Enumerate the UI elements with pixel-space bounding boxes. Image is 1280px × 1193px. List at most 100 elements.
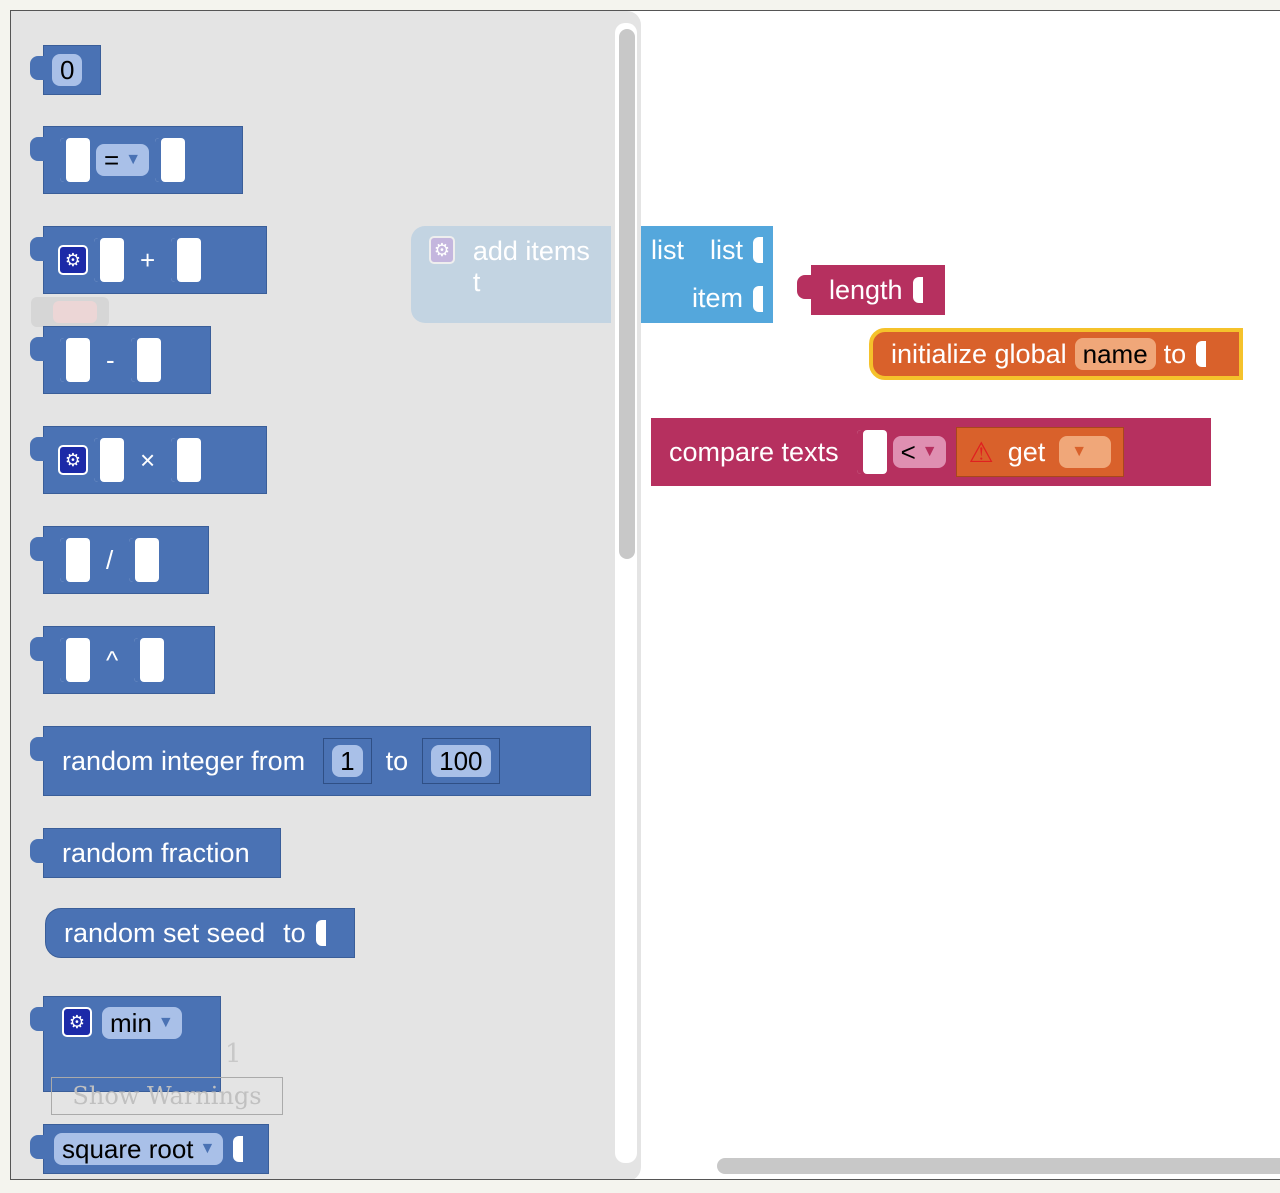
chevron-down-icon: ▼ bbox=[921, 443, 938, 460]
random-set-seed-block[interactable]: random set seed to bbox=[45, 908, 355, 958]
to-label: to bbox=[1163, 338, 1187, 369]
output-plug bbox=[30, 1007, 46, 1031]
math-divide-block[interactable]: / bbox=[30, 526, 209, 594]
chevron-down-icon: ▼ bbox=[199, 1140, 216, 1157]
output-plug bbox=[30, 237, 46, 261]
input-socket[interactable] bbox=[912, 277, 923, 303]
random-set-seed-label: random set seed bbox=[64, 917, 266, 948]
variable-dropdown[interactable]: ▼ bbox=[1059, 436, 1112, 468]
to-label: to bbox=[283, 917, 306, 948]
number-block[interactable]: 0 bbox=[30, 45, 101, 95]
length-label: length bbox=[829, 274, 903, 305]
min-dropdown[interactable]: min ▼ bbox=[102, 1007, 182, 1039]
math-add-block[interactable]: ⚙ + bbox=[30, 226, 267, 294]
input-socket-left[interactable] bbox=[94, 438, 124, 482]
to-input[interactable]: 100 bbox=[422, 738, 500, 784]
square-root-block[interactable]: square root ▼ bbox=[30, 1124, 269, 1174]
operator-label: = bbox=[104, 144, 120, 175]
input-socket-right[interactable] bbox=[130, 338, 161, 382]
text-length-block[interactable]: length bbox=[797, 265, 945, 315]
output-plug bbox=[30, 137, 46, 161]
initialize-global-block[interactable]: initialize global name to bbox=[869, 328, 1243, 380]
from-input[interactable]: 1 bbox=[323, 738, 372, 784]
output-plug bbox=[30, 437, 46, 461]
min-block[interactable]: ⚙ min ▼ bbox=[30, 996, 221, 1092]
list-row: list list bbox=[651, 235, 763, 266]
function-dropdown[interactable]: square root ▼ bbox=[54, 1133, 224, 1165]
random-integer-label: random integer from bbox=[62, 745, 306, 776]
min-label: min bbox=[110, 1007, 152, 1038]
number-field[interactable]: 0 bbox=[52, 54, 83, 86]
operator-dropdown[interactable]: =▼ bbox=[96, 144, 150, 176]
input-socket[interactable] bbox=[1196, 341, 1207, 367]
input-socket-left[interactable] bbox=[94, 238, 124, 282]
input-socket-left[interactable] bbox=[60, 638, 90, 682]
random-fraction-block[interactable]: random fraction bbox=[30, 828, 281, 878]
workspace-horizontal-scrollbar[interactable] bbox=[717, 1158, 1280, 1174]
item-row: item bbox=[692, 283, 763, 314]
input-socket-right[interactable] bbox=[171, 238, 202, 282]
operator-label: < bbox=[900, 436, 916, 467]
mutator-gear-icon[interactable]: ⚙ bbox=[58, 245, 88, 275]
chevron-down-icon: ▼ bbox=[1071, 443, 1088, 460]
list-input-label: list bbox=[710, 234, 743, 265]
item-input-socket[interactable] bbox=[753, 285, 763, 312]
compare-texts-block[interactable]: compare texts <▼ ⚠ get ▼ bbox=[651, 418, 1211, 486]
input-socket[interactable] bbox=[233, 1136, 244, 1162]
list-input-socket[interactable] bbox=[753, 237, 763, 264]
mutator-gear-icon: ⚙ bbox=[429, 236, 455, 264]
random-fraction-label: random fraction bbox=[62, 837, 250, 868]
dragged-block-shadow-inner bbox=[53, 301, 97, 323]
add-items-to-list-block[interactable]: list list item bbox=[641, 226, 773, 323]
input-socket-left[interactable] bbox=[60, 338, 90, 382]
output-plug bbox=[30, 1135, 46, 1159]
variable-name-field[interactable]: name bbox=[1074, 338, 1156, 370]
operator-label: + bbox=[140, 244, 156, 275]
input-socket[interactable] bbox=[315, 920, 326, 946]
operator-label: × bbox=[140, 444, 156, 475]
math-multiply-block[interactable]: ⚙ × bbox=[30, 426, 267, 494]
math-compare-block[interactable]: =▼ bbox=[30, 126, 243, 194]
output-plug bbox=[30, 737, 46, 761]
get-variable-block[interactable]: ⚠ get ▼ bbox=[955, 427, 1125, 477]
operator-label: ^ bbox=[106, 644, 119, 675]
chevron-down-icon: ▼ bbox=[157, 1014, 174, 1031]
output-plug bbox=[30, 56, 46, 80]
get-label: get bbox=[1007, 436, 1046, 467]
ghost-add-items-block: ⚙ add items t bbox=[411, 226, 611, 323]
to-number-field[interactable]: 100 bbox=[431, 745, 491, 777]
input-socket-right[interactable] bbox=[129, 538, 160, 582]
flyout-scrollbar[interactable] bbox=[619, 29, 635, 559]
output-plug bbox=[30, 637, 46, 661]
to-label: to bbox=[385, 745, 409, 776]
from-number-field[interactable]: 1 bbox=[332, 745, 363, 777]
compare-texts-label: compare texts bbox=[669, 436, 839, 467]
output-plug bbox=[30, 839, 46, 863]
chevron-down-icon: ▼ bbox=[125, 151, 142, 168]
input-socket-left[interactable] bbox=[60, 538, 90, 582]
show-warnings-button[interactable]: Show Warnings bbox=[51, 1077, 283, 1115]
function-label: square root bbox=[62, 1133, 194, 1164]
blocks-workspace[interactable]: 0 =▼ ⚙ + - ⚙ bbox=[10, 10, 1280, 1180]
mutator-gear-icon[interactable]: ⚙ bbox=[58, 445, 88, 475]
item-input-label: item bbox=[691, 283, 743, 314]
input-socket-left[interactable] bbox=[856, 430, 887, 474]
list-label-partial: list bbox=[651, 234, 684, 265]
operator-label: / bbox=[106, 544, 114, 575]
input-socket-right[interactable] bbox=[155, 138, 186, 182]
output-plug bbox=[30, 537, 46, 561]
operator-dropdown[interactable]: <▼ bbox=[892, 436, 946, 468]
output-plug bbox=[797, 275, 813, 299]
math-power-block[interactable]: ^ bbox=[30, 626, 215, 694]
random-integer-block[interactable]: random integer from 1 to 100 bbox=[30, 726, 591, 796]
operator-label: - bbox=[106, 344, 115, 375]
input-socket-right[interactable] bbox=[171, 438, 202, 482]
output-plug bbox=[30, 337, 46, 361]
math-subtract-block[interactable]: - bbox=[30, 326, 211, 394]
blocks-flyout: 0 =▼ ⚙ + - ⚙ bbox=[11, 11, 641, 1179]
warning-icon: ⚠ bbox=[968, 436, 994, 468]
input-socket-right[interactable] bbox=[134, 638, 165, 682]
mutator-gear-icon[interactable]: ⚙ bbox=[62, 1007, 92, 1037]
ghost-label: add items t bbox=[472, 236, 590, 297]
input-socket-left[interactable] bbox=[60, 138, 90, 182]
